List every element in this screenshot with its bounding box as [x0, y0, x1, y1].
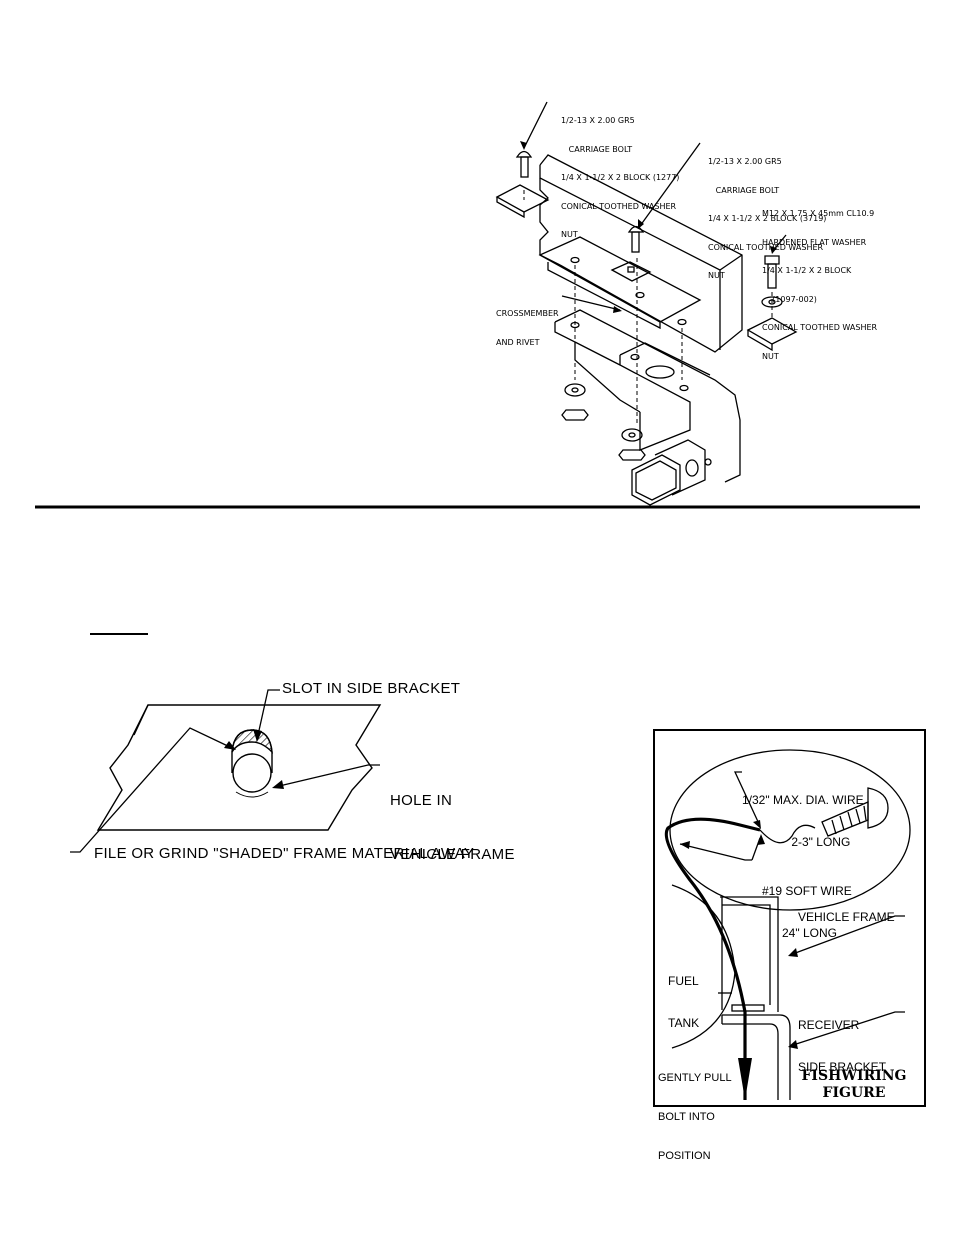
- vehicle-frame-hole: [232, 753, 272, 793]
- hole-in-vehicle-frame-label: HOLE IN VEHICLE FRAME: [390, 792, 515, 863]
- thin-wire-label: 1/32" MAX. DIA. WIRE 2-3" LONG: [742, 793, 864, 849]
- gently-pull-label: GENTLY PULL BOLT INTO POSITION: [658, 1072, 732, 1162]
- callout-crossmember: CROSSMEMBER AND RIVET: [496, 309, 559, 347]
- callout-carriage-bolt-3719: 1/2-13 X 2.00 GR5 CARRIAGE BOLT 1/4 X 1-…: [708, 157, 827, 280]
- fishwiring-frame: [653, 729, 926, 1107]
- pull-arrow-head: [738, 1058, 752, 1100]
- slot-in-side-bracket-label: SLOT IN SIDE BRACKET: [282, 680, 461, 697]
- receiver-side-bracket-label: RECEIVER SIDE BRACKET: [798, 1018, 887, 1074]
- soft-wire-label: #19 SOFT WIRE 24" LONG: [762, 884, 852, 940]
- vehicle-frame-label: VEHICLE FRAME: [798, 910, 895, 924]
- fuel-tank-label: FUEL TANK: [668, 974, 700, 1030]
- callout-carriage-bolt-1277: 1/2-13 X 2.00 GR5 CARRIAGE BOLT 1/4 X 1-…: [561, 116, 680, 239]
- fishwiring-figure-title: FISHWIRING FIGURE: [801, 1068, 907, 1101]
- file-or-grind-label: FILE OR GRIND "SHADED" FRAME MATERIAL AW…: [94, 845, 475, 862]
- callout-hex-bolt: M12 X 1.75 X 45mm CL10.9 HARDENED FLAT W…: [762, 209, 878, 361]
- soft-wire: [664, 817, 761, 1100]
